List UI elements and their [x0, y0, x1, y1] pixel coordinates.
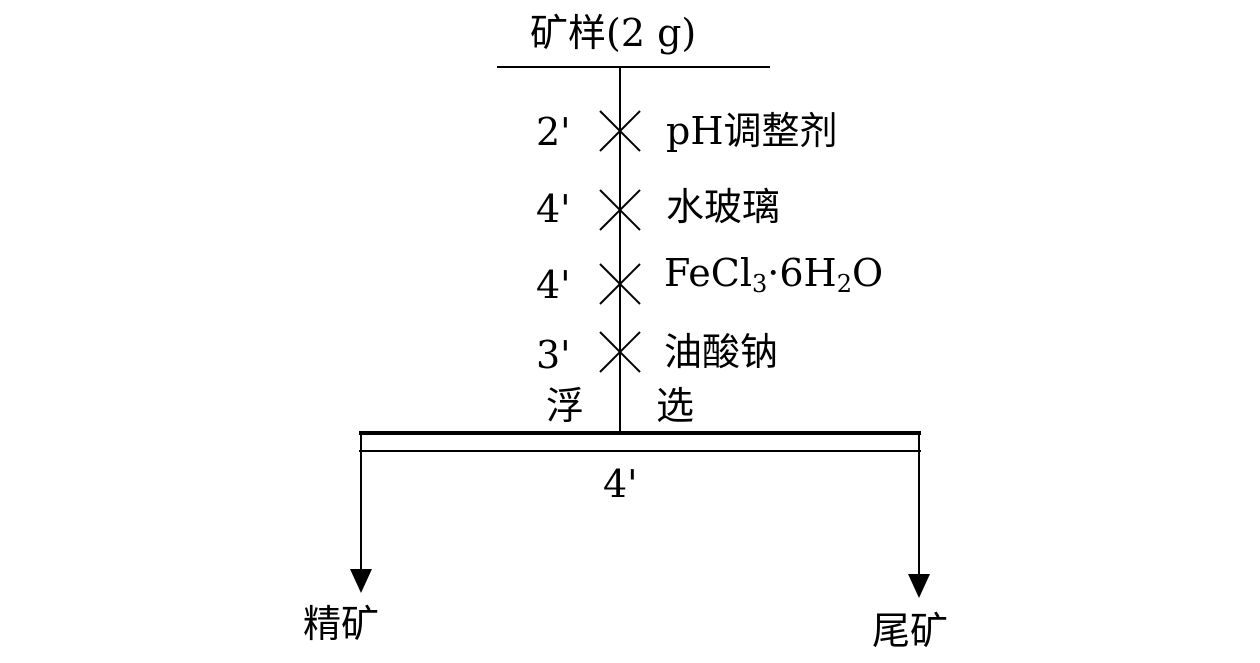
step-3-reagent: FeCl3·6H2O	[664, 251, 884, 298]
flotation-label-right: 选	[656, 384, 695, 428]
flotation-label-left: 浮	[546, 384, 585, 428]
addition-mark-1	[599, 110, 641, 152]
step-2-time: 4'	[536, 187, 571, 231]
tailings-label: 尾矿	[872, 609, 949, 653]
step-1-time: 2'	[536, 110, 571, 154]
step-2-reagent: 水玻璃	[666, 185, 781, 229]
step-4-time: 3'	[536, 333, 571, 377]
flotation-time: 4'	[603, 462, 638, 506]
concentrate-label: 精矿	[303, 602, 380, 646]
step-3-time: 4'	[536, 263, 571, 307]
tailings-arrow-head	[908, 574, 930, 598]
addition-mark-4	[599, 331, 641, 373]
step-1-reagent: pH调整剂	[666, 109, 838, 153]
step-4-reagent: 油酸钠	[664, 330, 779, 374]
concentrate-arrow-head	[350, 569, 372, 593]
addition-mark-3	[599, 263, 641, 305]
ore-sample-label: 矿样(2 g)	[530, 11, 697, 55]
addition-mark-2	[599, 189, 641, 231]
